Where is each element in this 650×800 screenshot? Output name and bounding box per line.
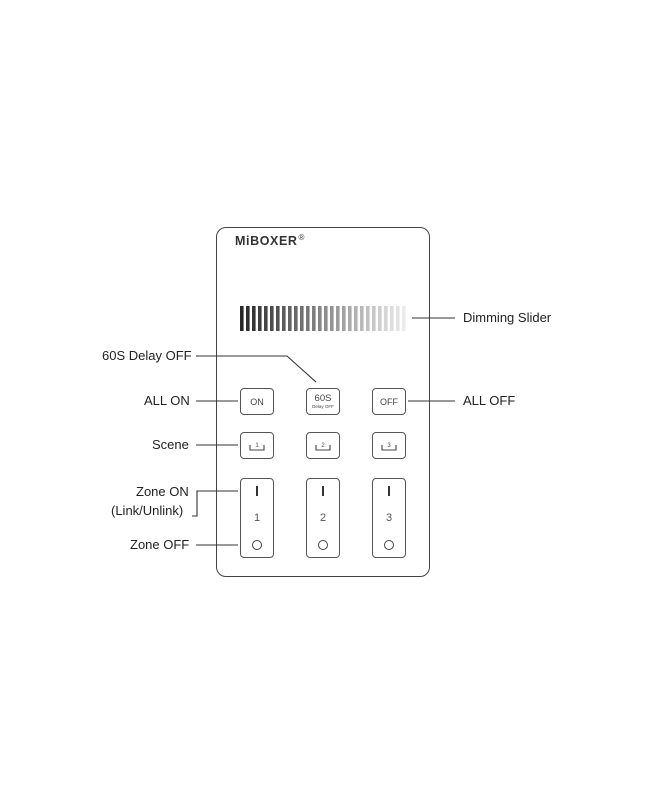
slider-segment[interactable] (252, 306, 256, 331)
slider-segment[interactable] (330, 306, 334, 331)
slider-segment[interactable] (354, 306, 358, 331)
slider-segment[interactable] (372, 306, 376, 331)
slider-segment[interactable] (360, 306, 364, 331)
zone-off-circle-icon[interactable] (252, 540, 262, 550)
svg-text:3: 3 (387, 443, 391, 449)
all-off-label: OFF (380, 396, 398, 407)
svg-text:2: 2 (321, 443, 325, 449)
scene-icon: 3 (381, 443, 397, 451)
slider-segment[interactable] (258, 306, 262, 331)
slider-segment[interactable] (390, 306, 394, 331)
zone-number: 3 (385, 512, 393, 524)
slider-segment[interactable] (270, 306, 274, 331)
zone-button-1[interactable]: 1 (240, 478, 274, 558)
delay-off-button[interactable]: 60S Delay OFF (306, 388, 340, 415)
slider-segment[interactable] (246, 306, 250, 331)
delay-off-label: 60S (314, 393, 332, 404)
brand-logo: MiBOXER® (235, 233, 305, 248)
brand-registered-mark: ® (298, 233, 306, 242)
scene-icon: 1 (249, 443, 265, 451)
slider-segment[interactable] (306, 306, 310, 331)
slider-segment[interactable] (312, 306, 316, 331)
label-scene: Scene (152, 437, 189, 452)
scene-button-1[interactable]: 1 (240, 432, 274, 459)
slider-segment[interactable] (318, 306, 322, 331)
slider-segment[interactable] (366, 306, 370, 331)
slider-segment[interactable] (342, 306, 346, 331)
zone-off-circle-icon[interactable] (384, 540, 394, 550)
zone-button-3[interactable]: 3 (372, 478, 406, 558)
zone-on-bar-icon[interactable] (388, 486, 390, 496)
zone-button-2[interactable]: 2 (306, 478, 340, 558)
label-zone-off: Zone OFF (130, 537, 190, 552)
label-zone-on-sub: (Link/Unlink) (111, 503, 184, 518)
scene-button-3[interactable]: 3 (372, 432, 406, 459)
slider-segment[interactable] (300, 306, 304, 331)
zone-number: 2 (319, 512, 327, 524)
scene-icon: 2 (315, 443, 331, 451)
zone-number: 1 (253, 512, 261, 524)
slider-segment[interactable] (288, 306, 292, 331)
svg-text:1: 1 (255, 443, 259, 449)
slider-segment[interactable] (324, 306, 328, 331)
slider-segment[interactable] (282, 306, 286, 331)
slider-segment[interactable] (396, 306, 400, 331)
label-zone-on: Zone ON (136, 484, 189, 499)
zone-on-bar-icon[interactable] (256, 486, 258, 496)
slider-segment[interactable] (240, 306, 244, 331)
slider-segment[interactable] (348, 306, 352, 331)
brand-name: MiBOXER (235, 234, 298, 249)
label-delay-off: 60S Delay OFF (102, 348, 192, 363)
label-dimming-slider: Dimming Slider (463, 310, 552, 325)
zone-off-circle-icon[interactable] (318, 540, 328, 550)
scene-button-2[interactable]: 2 (306, 432, 340, 459)
label-all-on: ALL ON (144, 393, 190, 408)
all-on-button[interactable]: ON (240, 388, 274, 415)
zone-on-bar-icon[interactable] (322, 486, 324, 496)
slider-segment[interactable] (384, 306, 388, 331)
delay-off-sublabel: Delay OFF (312, 403, 334, 409)
label-all-off: ALL OFF (463, 393, 516, 408)
dimming-slider[interactable] (240, 306, 408, 331)
slider-segment[interactable] (402, 306, 406, 331)
slider-segment[interactable] (378, 306, 382, 331)
all-on-label: ON (250, 396, 264, 407)
slider-segment[interactable] (294, 306, 298, 331)
slider-segment[interactable] (264, 306, 268, 331)
slider-segment[interactable] (336, 306, 340, 331)
all-off-button[interactable]: OFF (372, 388, 406, 415)
slider-segment[interactable] (276, 306, 280, 331)
